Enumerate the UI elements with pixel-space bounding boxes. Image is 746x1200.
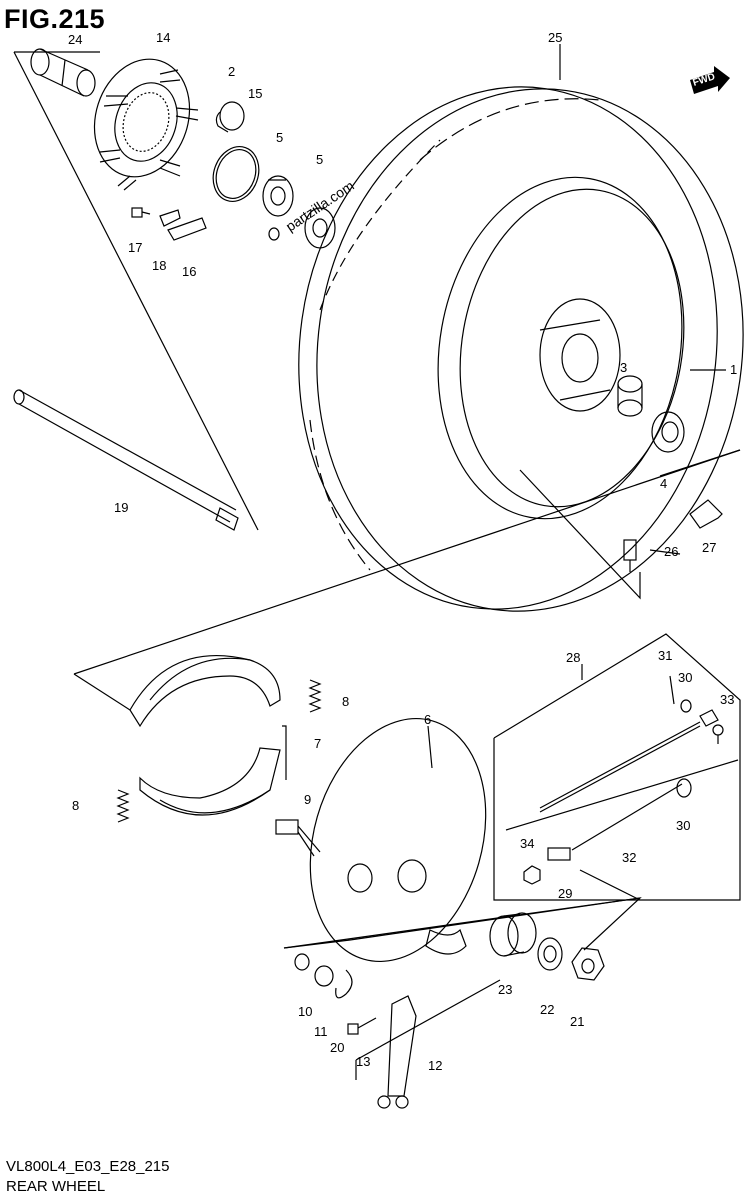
part-17-bolt <box>131 207 151 218</box>
part-24-sleeve <box>30 48 96 97</box>
brake-rod <box>539 709 719 813</box>
callout-27: 27 <box>702 540 716 555</box>
part-20-spring <box>335 969 353 999</box>
callout-11: 11 <box>314 1024 328 1039</box>
callout-34: 34 <box>520 836 534 851</box>
callout-31: 31 <box>658 648 672 663</box>
lever-leader <box>355 979 501 1061</box>
part-30-washer-a <box>680 699 692 713</box>
callout-20: 20 <box>330 1040 344 1055</box>
callout-16: 16 <box>182 264 196 279</box>
rod-group-inner-bracket <box>505 759 739 831</box>
part-2-cushion <box>215 101 245 133</box>
leader-6 <box>427 725 433 769</box>
callout-30b: 30 <box>676 818 690 833</box>
wheel-group-outline <box>73 449 741 675</box>
callout-33: 33 <box>720 692 734 707</box>
part-23-spacer <box>489 912 537 957</box>
part-22-washer <box>537 937 563 971</box>
callout-8b: 8 <box>72 798 79 813</box>
panel-group-outline <box>283 897 642 951</box>
part-10-washer <box>294 953 310 971</box>
part-9-brake-cam <box>275 819 321 857</box>
part-18-lock-plate <box>159 209 181 227</box>
part-12-brake-lever <box>377 995 417 1109</box>
diagram-code: VL800L4_E03_E28_215 <box>6 1158 170 1175</box>
callout-23: 23 <box>498 982 512 997</box>
callout-1: 1 <box>730 362 737 377</box>
callout-8a: 8 <box>342 694 349 709</box>
part-19-axle <box>13 389 239 531</box>
callout-2: 2 <box>228 64 235 79</box>
part-14-hub <box>93 58 199 191</box>
callout-28: 28 <box>566 650 580 665</box>
part-32-spring <box>571 783 683 851</box>
callout-18: 18 <box>152 258 166 273</box>
part-15-o-ring <box>212 146 260 202</box>
part-26-valve <box>623 539 637 572</box>
part-16-plate <box>167 217 207 241</box>
part-29-joint <box>547 847 571 861</box>
callout-32: 32 <box>622 850 636 865</box>
part-30-washer-b <box>676 778 692 798</box>
watermark: partzilla.com <box>283 177 357 234</box>
callout-6: 6 <box>424 712 431 727</box>
panel-bracket <box>283 897 641 949</box>
callout-15: 15 <box>248 86 262 101</box>
leader-26 <box>649 549 681 555</box>
part-21-nut <box>571 947 605 981</box>
hub-group-outline <box>13 51 259 531</box>
callout-14: 14 <box>156 30 170 45</box>
callout-22: 22 <box>540 1002 554 1017</box>
part-33-joint-pin <box>712 724 724 744</box>
callout-17: 17 <box>128 240 142 255</box>
part-8-spring-lower <box>116 789 130 823</box>
part-11-o-ring <box>314 965 334 987</box>
callout-19: 19 <box>114 500 128 515</box>
rod-group-leader <box>579 869 641 901</box>
part-7-brake-shoe-lower <box>139 747 281 816</box>
callout-26: 26 <box>664 544 678 559</box>
callout-24: 24 <box>68 32 82 47</box>
callout-9: 9 <box>304 792 311 807</box>
shoe-group-outline <box>73 673 131 711</box>
part-31-cotter-pin <box>669 675 675 705</box>
part-spacer-small <box>268 227 280 241</box>
callout-5a: 5 <box>276 130 283 145</box>
callout-21: 21 <box>570 1014 584 1029</box>
diagram-name: REAR WHEEL <box>6 1178 106 1195</box>
part-6-brake-panel <box>309 717 487 963</box>
part-3-spacer <box>617 375 643 417</box>
callout-29: 29 <box>558 886 572 901</box>
callout-labels: 1 2 3 4 5 5 6 7 8 8 9 10 11 12 13 14 15 … <box>68 30 737 1073</box>
callout-7: 7 <box>314 736 321 751</box>
callout-10: 10 <box>298 1004 312 1019</box>
valve-leader-line <box>519 469 641 600</box>
part-28-brake-rod-group <box>493 633 741 901</box>
part-25-tire <box>298 86 744 612</box>
callout-25: 25 <box>548 30 562 45</box>
callout-13: 13 <box>356 1054 370 1069</box>
part-13-bolt <box>347 1017 377 1035</box>
callout-4: 4 <box>660 476 667 491</box>
callout-5b: 5 <box>316 152 323 167</box>
callout-30a: 30 <box>678 670 692 685</box>
part-8-spring-upper <box>308 679 322 713</box>
callout-3: 3 <box>620 360 627 375</box>
part-1-wheel-rim <box>437 176 685 520</box>
figure-title: FIG.215 <box>4 4 106 34</box>
part-34-nut <box>523 865 541 885</box>
callout-12: 12 <box>428 1058 442 1073</box>
part-5-bearing-a <box>262 175 294 217</box>
fwd-arrow-icon: FWD <box>690 66 730 94</box>
part-27-valve-cap <box>689 499 723 529</box>
part-4-bearing <box>651 411 685 453</box>
shoe-bracket <box>282 725 287 780</box>
part-7-brake-shoe-upper <box>129 654 281 728</box>
